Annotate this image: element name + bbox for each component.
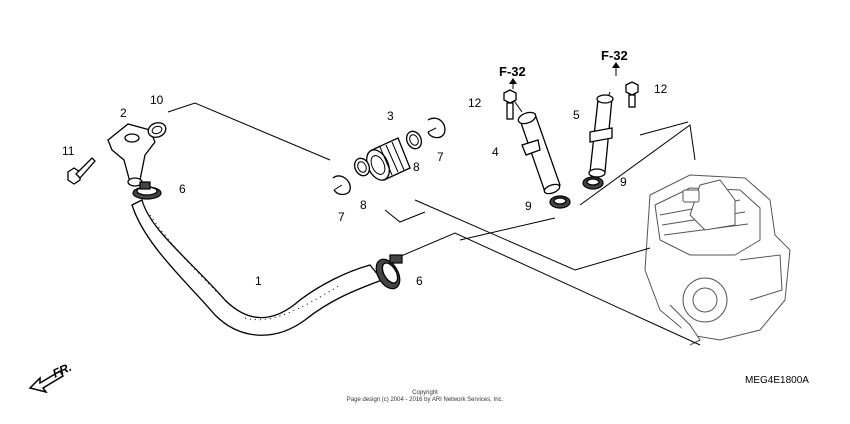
part-9-o-ring-right[interactable] [582, 176, 604, 190]
callout-7-right[interactable]: 7 [437, 150, 444, 164]
part-5-water-pipe[interactable] [588, 94, 614, 178]
part-12-bolt-left[interactable] [503, 89, 517, 120]
reference-label-left[interactable]: F-32 [499, 64, 526, 79]
callout-7-left[interactable]: 7 [338, 210, 345, 224]
callout-1[interactable]: 1 [255, 274, 262, 288]
callout-10[interactable]: 10 [150, 93, 164, 107]
part-8-o-ring-right[interactable] [404, 129, 424, 151]
part-4-water-pipe[interactable] [517, 110, 561, 195]
copyright-line-1: Copyright [412, 390, 438, 396]
callout-3[interactable]: 3 [387, 109, 394, 123]
callout-12-right[interactable]: 12 [654, 82, 668, 96]
reference-arrow-right [612, 62, 620, 76]
callout-9-left[interactable]: 9 [525, 199, 532, 213]
part-2-water-outlet-joint[interactable] [107, 123, 156, 187]
part-10-o-ring[interactable] [146, 120, 168, 139]
part-6-hose-clamp-lower[interactable] [371, 254, 404, 293]
copyright-line-2: Page design (c) 2004 - 2016 by ARI Netwo… [347, 397, 504, 403]
part-7-clip-right[interactable] [427, 117, 446, 139]
part-11-bolt[interactable] [67, 157, 96, 185]
callout-9-right[interactable]: 9 [620, 175, 627, 189]
callout-12-left[interactable]: 12 [468, 96, 482, 110]
part-8-o-ring-left[interactable] [352, 156, 372, 178]
part-6-hose-clamp-upper[interactable] [132, 181, 162, 200]
part-3-connecting-pipe[interactable] [362, 137, 411, 184]
callout-8-right[interactable]: 8 [413, 160, 420, 174]
part-9-o-ring-left[interactable] [549, 195, 571, 209]
part-12-bolt-right[interactable] [625, 81, 639, 108]
callout-2[interactable]: 2 [120, 106, 127, 120]
callout-6-upper[interactable]: 6 [179, 182, 186, 196]
callout-4[interactable]: 4 [492, 145, 499, 159]
callout-8-left[interactable]: 8 [360, 198, 367, 212]
callout-11[interactable]: 11 [62, 144, 75, 158]
reference-label-right[interactable]: F-32 [601, 48, 628, 63]
callout-5[interactable]: 5 [573, 108, 580, 122]
engine-illustration [644, 174, 791, 346]
reference-arrow-left [509, 78, 517, 89]
front-indicator-label: FR. [50, 360, 73, 381]
part-7-clip-left[interactable] [332, 175, 351, 196]
callout-6-lower[interactable]: 6 [416, 274, 423, 288]
front-direction-arrow-icon [28, 369, 65, 394]
diagram-code: MEG4E1800A [745, 375, 809, 386]
